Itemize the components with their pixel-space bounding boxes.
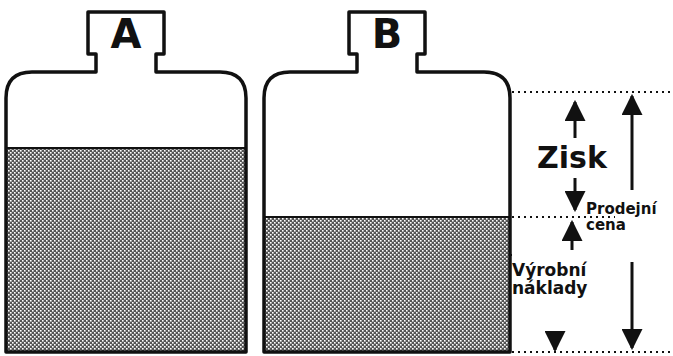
annotation-label: Prodejní cena bbox=[586, 202, 673, 234]
bottle-letter: A bbox=[90, 14, 162, 54]
annotation-label: Zisk bbox=[537, 142, 617, 174]
liquid-fill bbox=[262, 217, 512, 354]
bottle: A bbox=[4, 10, 248, 354]
bottle-shape bbox=[264, 12, 510, 352]
liquid-fill bbox=[4, 148, 248, 354]
liquid-level bbox=[6, 147, 246, 149]
bottle-letter: B bbox=[351, 14, 423, 54]
liquid-level bbox=[264, 216, 510, 218]
bottle-outline bbox=[4, 10, 248, 354]
annotation-label: Výrobní náklady bbox=[512, 262, 607, 298]
bottle: B bbox=[262, 10, 512, 354]
bottle-shape bbox=[6, 12, 246, 352]
bottle-outline bbox=[262, 10, 512, 354]
